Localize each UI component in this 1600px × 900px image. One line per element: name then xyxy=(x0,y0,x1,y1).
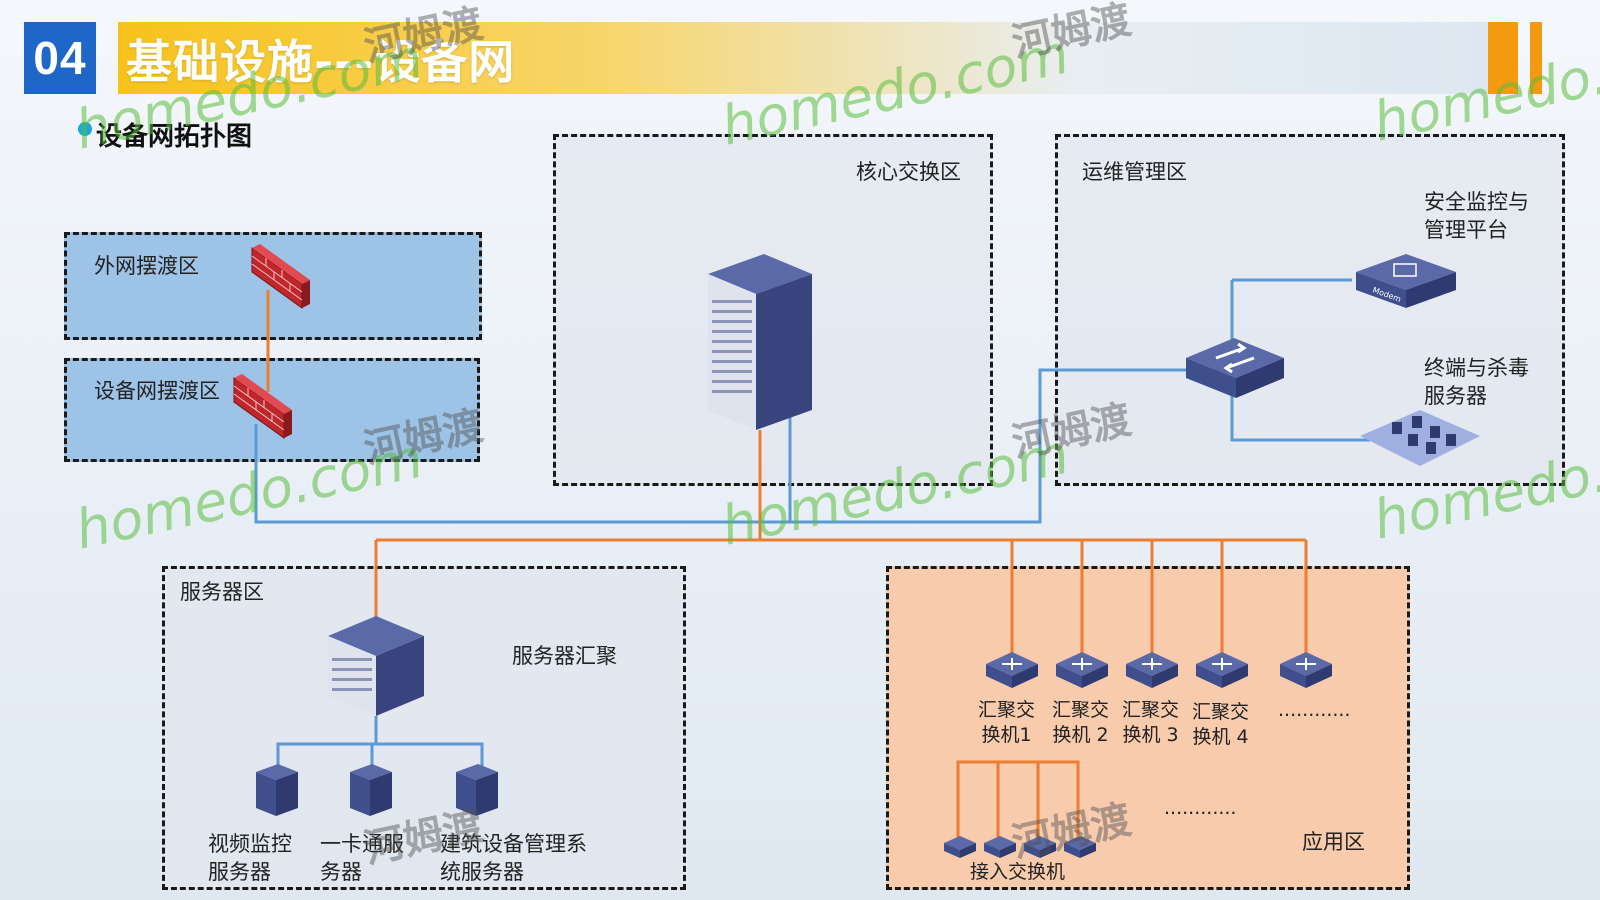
modem-icon: Modem xyxy=(1356,254,1456,308)
router-icon xyxy=(1056,652,1108,688)
agg-switch-3-label: 汇聚交 换机 3 xyxy=(1122,699,1180,746)
tower-server-icon xyxy=(456,764,498,816)
router-icon xyxy=(986,652,1038,688)
header-deco-bar-thin xyxy=(1530,22,1542,94)
subtitle-bullet xyxy=(78,122,92,136)
header-deco-bar xyxy=(1488,22,1518,94)
router-icon xyxy=(1280,652,1332,688)
device-ferry-zone-label: 设备网摆渡区 xyxy=(94,379,220,403)
server-cluster-icon xyxy=(1360,410,1480,466)
ops-mgmt-zone-label: 运维管理区 xyxy=(1082,160,1187,184)
server-aggregation-label: 服务器汇聚 xyxy=(512,644,617,668)
ops-mgmt-zone xyxy=(1055,134,1565,486)
router-icon xyxy=(1126,652,1178,688)
l3-switch-icon xyxy=(1186,338,1284,398)
building-server-label: 建筑设备管理系 统服务器 xyxy=(440,832,587,884)
router-icon xyxy=(1064,836,1096,858)
core-switch-icon xyxy=(328,616,424,716)
server-zone xyxy=(162,566,686,890)
video-server-label: 视频监控 服务器 xyxy=(208,832,292,884)
app-zone xyxy=(886,566,1410,890)
terminal-antivirus-label: 终端与杀毒 服务器 xyxy=(1424,356,1529,408)
card-server-label: 一卡通服 务器 xyxy=(320,832,404,884)
firewall-icon xyxy=(233,374,292,439)
diagram-subtitle: 设备网拓扑图 xyxy=(96,122,253,152)
core-switch-icon xyxy=(708,254,812,430)
tower-server-icon xyxy=(350,764,392,816)
access-switch-ellipsis: ............ xyxy=(1164,797,1237,819)
tower-server-icon xyxy=(256,764,298,816)
core-switch-zone-label: 核心交换区 xyxy=(856,160,961,184)
server-zone-label: 服务器区 xyxy=(180,580,264,604)
page-title: 基础设施---设备网 xyxy=(126,35,516,89)
router-icon xyxy=(944,836,976,858)
external-ferry-zone-label: 外网摆渡区 xyxy=(94,254,199,278)
section-number-badge: 04 xyxy=(24,22,96,94)
agg-switch-1-label: 汇聚交 换机1 xyxy=(978,699,1036,746)
agg-switch-ellipsis: ............ xyxy=(1278,699,1351,721)
security-platform-label: 安全监控与 管理平台 xyxy=(1424,190,1529,242)
router-icon xyxy=(1196,652,1248,688)
agg-switch-4-label: 汇聚交 换机 4 xyxy=(1192,701,1250,748)
agg-switch-2-label: 汇聚交 换机 2 xyxy=(1052,699,1110,746)
access-switch-label: 接入交换机 xyxy=(970,861,1066,883)
title-bar xyxy=(118,22,1492,94)
firewall-icon xyxy=(251,244,310,309)
router-icon xyxy=(984,836,1016,858)
app-zone-label: 应用区 xyxy=(1302,830,1365,854)
router-icon xyxy=(1024,836,1056,858)
